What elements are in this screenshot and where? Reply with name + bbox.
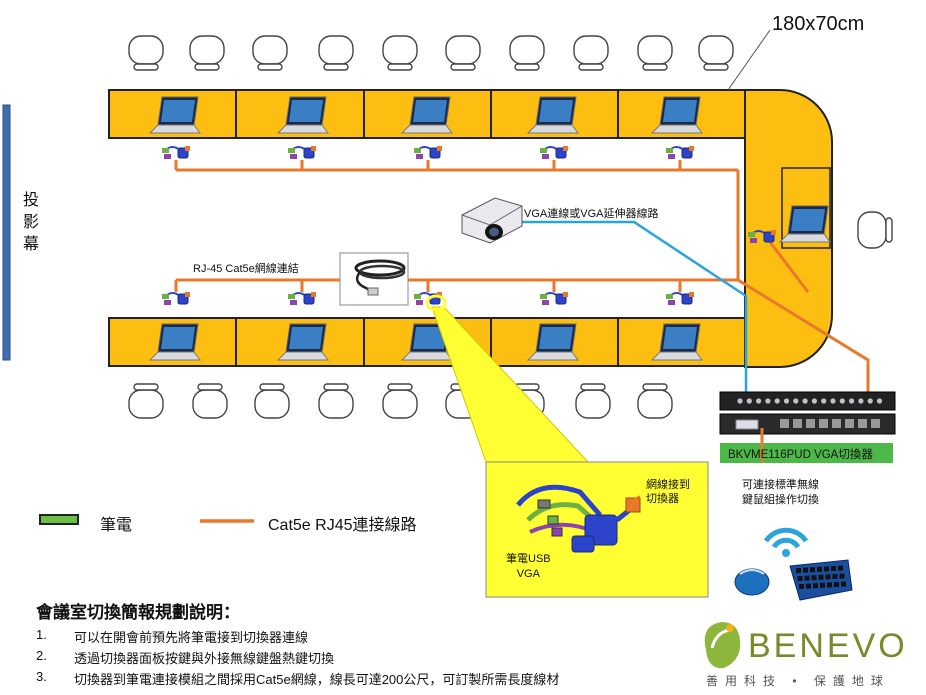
laptop-icon: [778, 205, 831, 243]
chair-icon: [318, 383, 354, 419]
chair-icon: [637, 35, 673, 71]
connector-icon: [288, 292, 316, 305]
chair-icon: [857, 211, 893, 249]
callout-network-label: 網線接到 切換器: [646, 479, 690, 505]
chair-icon: [698, 35, 734, 71]
laptop-icon: [526, 96, 579, 134]
note-item: 2. 透過切換器面板按鍵與外接無線鍵盤熱鍵切換: [36, 648, 696, 667]
chair-icon: [252, 35, 288, 71]
laptop-icon: [526, 323, 579, 361]
cat5e-cable-label: RJ-45 Cat5e網線連結: [193, 263, 299, 275]
logo-tagline: 善用科技 • 保護地球: [706, 674, 890, 688]
connector-icon: [540, 292, 568, 305]
vga-line: [512, 220, 748, 410]
chair-icon: [445, 35, 481, 71]
switch-model-label: BKVME116PUD VGA切換器: [728, 449, 873, 461]
note-number: 2.: [36, 648, 47, 663]
connector-icon: [162, 146, 190, 159]
legend-cable-label: Cat5e RJ45連接線路: [268, 517, 417, 534]
note-item: 1. 可以在開會前預先將筆電接到切換器連線: [36, 627, 696, 646]
legend-laptop-label: 筆電: [100, 517, 133, 534]
laptop-icon: [148, 323, 201, 361]
connector-icon: [748, 230, 776, 243]
size-pointer-line: [727, 29, 771, 91]
note-text: 可以在開會前預先將筆電接到切換器連線: [74, 630, 309, 645]
chair-icon: [575, 383, 611, 419]
laptop-icon: [148, 96, 201, 134]
chair-icon: [382, 35, 418, 71]
note-number: 3.: [36, 669, 47, 684]
chair-icon: [128, 35, 164, 71]
chair-icon: [192, 383, 228, 419]
laptop-icon: [276, 323, 329, 361]
connector-icon: [666, 146, 694, 159]
wireless-kbm-label: 可連接標準無線 鍵鼠組操作切換: [742, 479, 819, 506]
note-text: 切換器到筆電連接模組之間採用Cat5e網線，線長可達200公尺，可訂製所需長度線…: [74, 672, 560, 687]
note-number: 1.: [36, 627, 47, 642]
usb-vga-adapter-illustration: [516, 484, 641, 553]
connector-icon: [540, 146, 568, 159]
connector-icon: [414, 146, 442, 159]
notes-title: 會議室切換簡報規劃說明：: [36, 603, 240, 622]
laptop-icon: [400, 96, 453, 134]
cat5e-cable-photo: [339, 252, 409, 306]
projector-vga-label: VGA連線或VGA延伸器線路: [524, 208, 659, 220]
chair-icon: [254, 383, 290, 419]
chair-icon: [509, 35, 545, 71]
connector-icon: [666, 292, 694, 305]
laptops: [148, 96, 831, 361]
wireless-keyboard-mouse: [734, 527, 853, 601]
laptop-icon: [650, 323, 703, 361]
projection-screen-label: 投影幕: [22, 192, 39, 253]
logo-brand: BENEVO: [748, 627, 908, 665]
chair-icon: [318, 35, 354, 71]
connector-icon: [162, 292, 190, 305]
callout-usb-vga-label: 筆電USB VGA: [506, 553, 551, 580]
legend-laptop-swatch: [39, 514, 79, 525]
chair-icon: [637, 383, 673, 419]
chair-icon: [128, 383, 164, 419]
chair-icon: [189, 35, 225, 71]
connector-modules: [162, 146, 776, 305]
laptop-icon: [650, 96, 703, 134]
laptop-icon: [276, 96, 329, 134]
connector-icon: [288, 146, 316, 159]
kvm-switch-device: [719, 391, 896, 463]
note-text: 透過切換器面板按鍵與外接無線鍵盤熱鍵切換: [74, 651, 335, 666]
benevo-logo-icon: [704, 622, 741, 669]
projector-icon: [461, 197, 523, 244]
projection-screen: [2, 104, 11, 361]
note-item: 3. 切換器到筆電連接模組之間採用Cat5e網線，線長可達200公尺，可訂製所需…: [36, 669, 696, 688]
table-size-label: 180x70cm: [772, 13, 865, 35]
chair-icon: [382, 383, 418, 419]
chair-icon: [573, 35, 609, 71]
planning-notes: 會議室切換簡報規劃說明： 1. 可以在開會前預先將筆電接到切換器連線 2. 透過…: [36, 598, 696, 688]
